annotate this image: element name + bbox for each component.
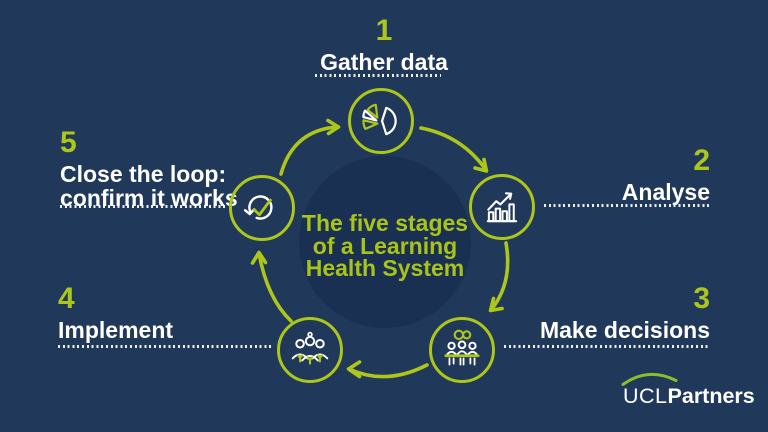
center-title: The five stages of a Learning Health Sys… xyxy=(260,212,510,280)
stage-3-label: Make decisions xyxy=(539,317,710,343)
stage-3-number: 3 xyxy=(693,282,710,315)
dotted-connector-4 xyxy=(58,345,272,348)
bar-chart-trend-icon xyxy=(486,192,518,223)
stage-5-number: 5 xyxy=(60,126,77,159)
dotted-connector-5 xyxy=(60,205,227,208)
stage-2-label: Analyse xyxy=(621,179,710,205)
stage-3-block: 3 Make decisions xyxy=(510,282,710,343)
stage-1-label: Gather data xyxy=(320,49,448,75)
center-title-line3: Health System xyxy=(305,255,465,281)
arrowhead-2-to-3 xyxy=(488,296,504,313)
arrowhead-5-to-1 xyxy=(326,118,341,136)
dotted-connector-1 xyxy=(315,74,441,77)
stage-3-circle xyxy=(429,317,495,383)
uclpartners-logo: UCLPartners xyxy=(618,370,758,414)
stage-1-block: 1 Gather data xyxy=(284,14,484,75)
stage-1-number: 1 xyxy=(375,14,393,47)
arrow-3-to-4 xyxy=(347,363,429,379)
pie-chart-icon xyxy=(362,103,397,136)
care-team-icon xyxy=(291,331,329,365)
logo-ucl: UCL xyxy=(623,384,668,408)
meeting-discussion-icon xyxy=(444,329,480,366)
arrow-1-to-2 xyxy=(419,126,488,172)
stage-5-label-line1: Close the loop: xyxy=(60,161,227,187)
center-title-line2: of a Learning xyxy=(312,232,458,259)
logo-partners: Partners xyxy=(667,384,755,408)
stage-4-block: 4 Implement xyxy=(58,282,278,343)
loop-check-icon xyxy=(243,195,273,220)
stage-2-number: 2 xyxy=(693,144,710,177)
dotted-connector-3 xyxy=(504,345,710,348)
stage-4-label: Implement xyxy=(58,317,174,343)
dotted-connector-2 xyxy=(544,204,710,207)
center-title-line1: The five stages xyxy=(301,210,469,236)
arrow-5-to-1 xyxy=(279,125,338,176)
stage-4-number: 4 xyxy=(58,282,75,315)
center-disc xyxy=(299,156,471,328)
arrowhead-1-to-2 xyxy=(473,157,489,173)
stage-2-circle xyxy=(469,174,535,240)
logo-text: UCLPartners xyxy=(623,384,755,409)
stage-4-circle xyxy=(277,317,343,383)
logo-swoosh-icon xyxy=(621,373,678,386)
stage-1-circle xyxy=(348,88,414,154)
arrowhead-3-to-4 xyxy=(346,360,362,379)
stage-5-circle xyxy=(229,175,295,241)
stage-2-block: 2 Analyse xyxy=(510,144,710,205)
